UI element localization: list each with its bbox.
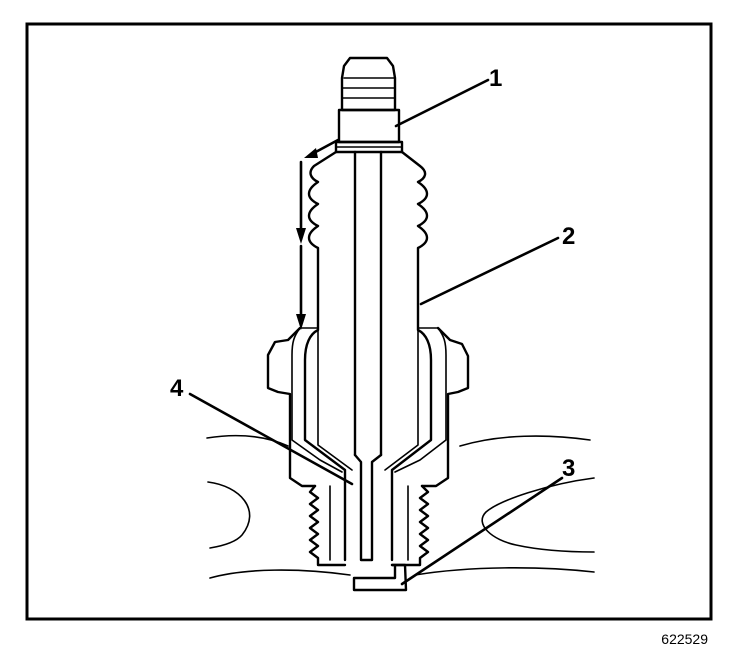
cylinder-head bbox=[206, 434, 595, 579]
figure-frame bbox=[25, 22, 713, 621]
leader-2 bbox=[419, 236, 560, 306]
leader-4 bbox=[188, 392, 354, 486]
shell-threads-right bbox=[390, 484, 430, 567]
figure-number: 622529 bbox=[661, 631, 708, 647]
callout-2: 2 bbox=[562, 223, 575, 250]
callout-3: 3 bbox=[562, 455, 575, 482]
direction-arrows bbox=[296, 138, 340, 330]
callout-1: 1 bbox=[489, 65, 502, 92]
leader-1 bbox=[394, 78, 490, 128]
arrow-down-icon bbox=[296, 228, 306, 244]
callout-4: 4 bbox=[170, 375, 184, 402]
insulator bbox=[303, 150, 433, 562]
spark-plug bbox=[266, 56, 470, 592]
leader-3 bbox=[400, 476, 564, 586]
terminal-collar bbox=[337, 108, 401, 144]
terminal-nut bbox=[340, 56, 397, 112]
arrow-down-icon bbox=[296, 314, 306, 330]
metal-shell bbox=[266, 326, 470, 488]
shell-threads-left bbox=[308, 484, 347, 567]
ground-electrode bbox=[352, 563, 408, 592]
